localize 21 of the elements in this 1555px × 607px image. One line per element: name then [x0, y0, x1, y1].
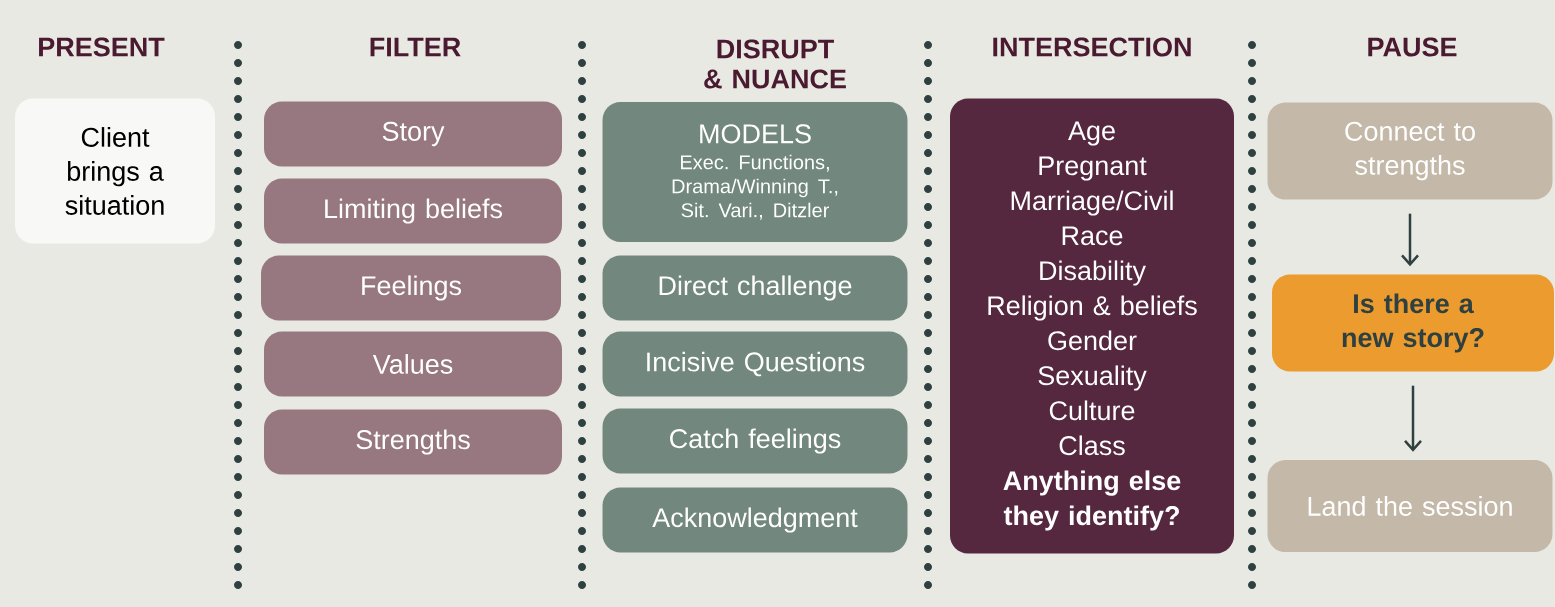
arrow	[1401, 213, 1419, 267]
process-box: Story	[264, 101, 562, 167]
arrow	[1404, 385, 1422, 452]
column-heading: PRESENT	[39, 37, 165, 57]
column-heading: PAUSE	[1368, 37, 1457, 57]
process-box: Incisive Questions	[602, 331, 908, 397]
process-box: Land the session	[1267, 460, 1553, 552]
process-box: Limiting beliefs	[264, 178, 562, 244]
process-box: Acknowledgment	[602, 487, 908, 553]
column-heading: FILTER	[370, 37, 461, 57]
process-box: MODELS Exec. Functions, Drama/Winning T., Sit. Vari., Ditzler	[602, 102, 908, 242]
process-box: Values	[264, 331, 562, 397]
process-box: Strengths	[264, 409, 562, 475]
list-box: Age Pregnant Marriage/Civil Race Disability Religion & beliefs Gender Sexuality Culture Class Anything else they identify?	[950, 98, 1234, 554]
process-box: Connect to strengths	[1267, 102, 1553, 200]
process-box: Direct challenge	[602, 255, 908, 321]
start-box: Client brings a situation	[15, 98, 215, 244]
column-heading: INTERSECTION	[993, 37, 1191, 57]
process-box: Feelings	[261, 255, 561, 321]
question-box: Is there a new story?	[1272, 274, 1554, 372]
process-box: Catch feelings	[602, 408, 908, 474]
